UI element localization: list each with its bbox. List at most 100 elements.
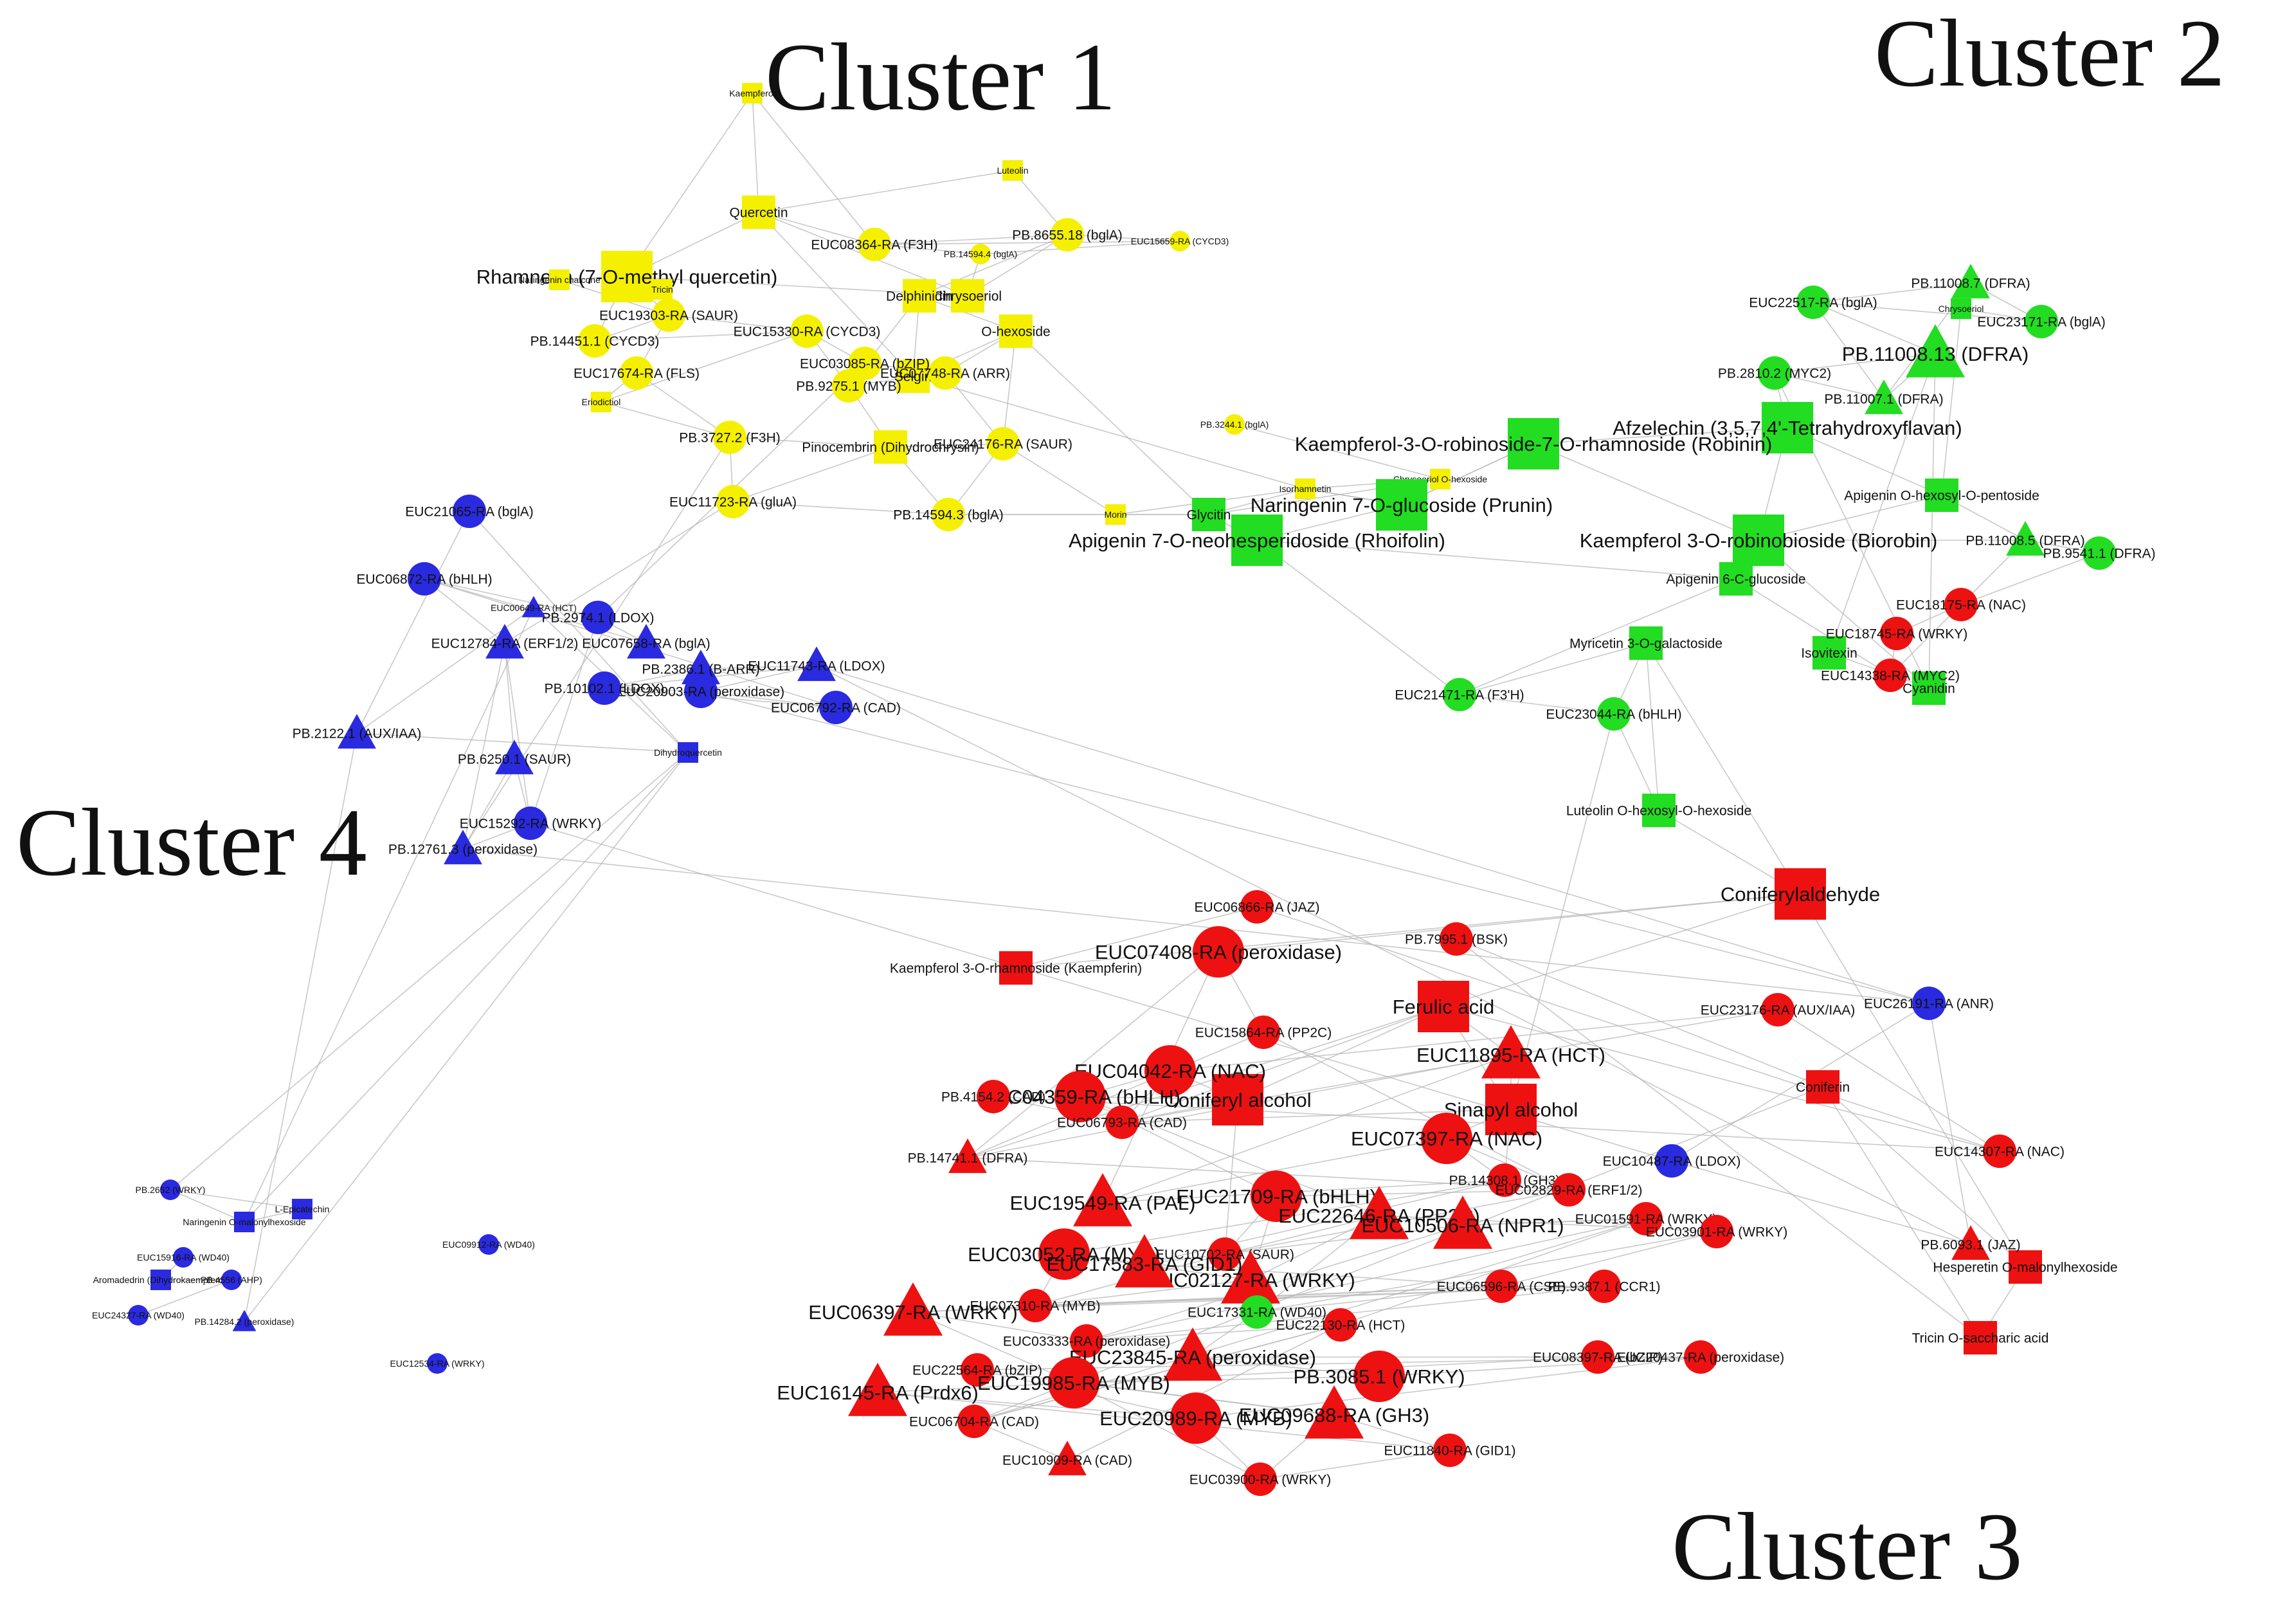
network-node: Chrysoeriol: [934, 279, 1002, 313]
network-node: EUC21065-RA (bglA): [405, 495, 534, 528]
network-node: Quercetin: [729, 196, 788, 229]
node-label: EUC22130-RA (HCT): [1276, 1318, 1406, 1333]
square-node-marker: [1418, 981, 1469, 1032]
node-label: PB.6250.1 (SAUR): [458, 752, 571, 767]
node-label: PB.12761.3 (peroxidase): [388, 842, 538, 857]
node-label: PB.7995.1 (BSK): [1405, 932, 1508, 947]
square-node-marker: [1762, 402, 1813, 453]
node-label: PB.14741.1 (DFRA): [908, 1151, 1028, 1165]
node-label: EUC09912-RA (WD40): [442, 1239, 535, 1250]
network-node: EUC18745-RA (WRKY): [1826, 617, 1967, 650]
network-node: EUC15330-RA (CYCD3): [734, 314, 881, 348]
node-label: EUC03900-RA (WRKY): [1189, 1472, 1332, 1487]
edge: [1774, 353, 1936, 374]
network-node: EUC09912-RA (WD40): [442, 1234, 535, 1255]
node-label: EUC17331-RA (WD40): [1188, 1305, 1326, 1320]
node-label: EUC22646-RA (PP2C): [1278, 1205, 1480, 1227]
circle-node-marker: [1443, 678, 1476, 711]
network-node: PB.3244.1 (bglA): [1200, 414, 1269, 435]
network-node: EUC06704-RA (CAD): [909, 1405, 1039, 1438]
triangle-node-marker: [1305, 1385, 1364, 1439]
edge: [1456, 938, 1981, 1338]
square-node-marker: [999, 314, 1033, 348]
node-label: EUC26191-RA (ANR): [1864, 996, 1994, 1011]
network-node: EUC16145-RA (Prdx6): [777, 1363, 979, 1416]
edge: [758, 170, 1013, 213]
network-node: EUC07310-RA (MYB): [970, 1289, 1101, 1322]
edge: [1774, 372, 1885, 399]
square-node-marker: [1733, 515, 1784, 566]
node-label: Kaempferol-3-O-robinoside-7-O-rhamnoside…: [1295, 433, 1773, 455]
node-label: Naringenin O-malonylhexoside: [183, 1217, 306, 1227]
node-label: EUC09688-RA (GH3): [1239, 1404, 1429, 1426]
square-node-marker: [1719, 562, 1753, 596]
edge: [1256, 906, 2000, 1152]
edge: [919, 234, 1068, 296]
edge: [1276, 1189, 1569, 1197]
triangle-node-marker: [338, 714, 376, 749]
edge: [967, 1032, 1264, 1158]
node-label: Quercetin: [729, 205, 788, 220]
circle-node-marker: [819, 691, 853, 724]
edge: [462, 437, 730, 850]
circle-node-marker: [832, 369, 865, 403]
edge: [530, 617, 599, 824]
edge: [752, 93, 759, 213]
edge: [1671, 1003, 1930, 1162]
node-label: PB.9541.1 (DFRA): [2043, 546, 2155, 561]
node-label: EUC04042-RA (NAC): [1074, 1060, 1266, 1082]
edge: [1256, 540, 1460, 695]
edge: [462, 643, 505, 850]
node-label: PB.4154.2 (CAD): [941, 1089, 1045, 1104]
network-node: PB.14451.1 (CYCD3): [530, 324, 659, 358]
square-node-marker: [1812, 636, 1846, 670]
square-node-marker: [234, 1212, 255, 1232]
node-label: EUC17583-RA (GID1): [1047, 1253, 1243, 1275]
network-node: EUC02127-RA (WRKY): [1146, 1250, 1355, 1304]
circle-node-marker: [1193, 926, 1244, 978]
edge: [1671, 1160, 1971, 1245]
network-node: EUC07408-RA (peroxidase): [1095, 926, 1342, 978]
node-label: Apigenin O-hexosyl-O-pentoside: [1844, 488, 2039, 503]
node-label: PB.9275.1 (MYB): [796, 379, 901, 394]
node-label: EUC03085-RA (bZIP): [800, 356, 930, 371]
edge: [700, 665, 817, 692]
node-label: Delphinidin: [886, 289, 953, 304]
edge: [874, 244, 981, 255]
network-node: EUC08364-RA (F3H): [811, 228, 938, 261]
network-node: EUC21709-RA (bHLH): [1176, 1171, 1377, 1222]
edge: [1829, 353, 1936, 653]
node-label: EUC23845-RA (peroxidase): [1069, 1346, 1316, 1369]
edge: [504, 643, 531, 824]
network-node: EUC03052-RA (MYB): [968, 1228, 1161, 1280]
edge: [758, 212, 914, 377]
edge: [1086, 1225, 1463, 1342]
circle-node-marker: [2025, 305, 2058, 338]
circle-node-marker: [620, 356, 653, 390]
edge: [912, 1311, 1074, 1383]
edge: [244, 607, 534, 1223]
square-node-marker: [601, 251, 653, 302]
node-label: Dihydroquercetin: [654, 747, 722, 758]
cluster-2-title: Cluster 2: [1874, 0, 2225, 107]
network-node: Luteolin O-hexosyl-O-hexoside: [1566, 794, 1751, 827]
node-label: EUC07658-RA (bglA): [582, 636, 710, 651]
node-label: EUC17674-RA (FLS): [574, 366, 700, 381]
network-node: L-Epicatechin: [275, 1199, 329, 1219]
edge: [424, 578, 599, 618]
node-label: EUC15330-RA (CYCD3): [734, 324, 881, 339]
edge: [1224, 1215, 1380, 1255]
network-node: PB.9387.1 (CCR1): [1548, 1270, 1661, 1303]
network-node: EUC11895-RA (HCT): [1416, 1025, 1605, 1079]
circle-node-marker: [1054, 1071, 1106, 1122]
network-node: EUC12784-RA (ERF1/2): [431, 624, 578, 659]
network-node: PB.2652 (WRKY): [136, 1180, 205, 1200]
network-node: Myricetin 3-O-galactoside: [1569, 626, 1722, 660]
edge: [604, 688, 836, 708]
node-label: Tricin: [651, 284, 673, 295]
edge: [1073, 1382, 1261, 1480]
circle-node-marker: [2083, 536, 2116, 570]
network-node: EUC19549-RA (PAL): [1010, 1173, 1195, 1226]
edge: [356, 733, 689, 753]
edge: [1067, 1324, 1341, 1461]
